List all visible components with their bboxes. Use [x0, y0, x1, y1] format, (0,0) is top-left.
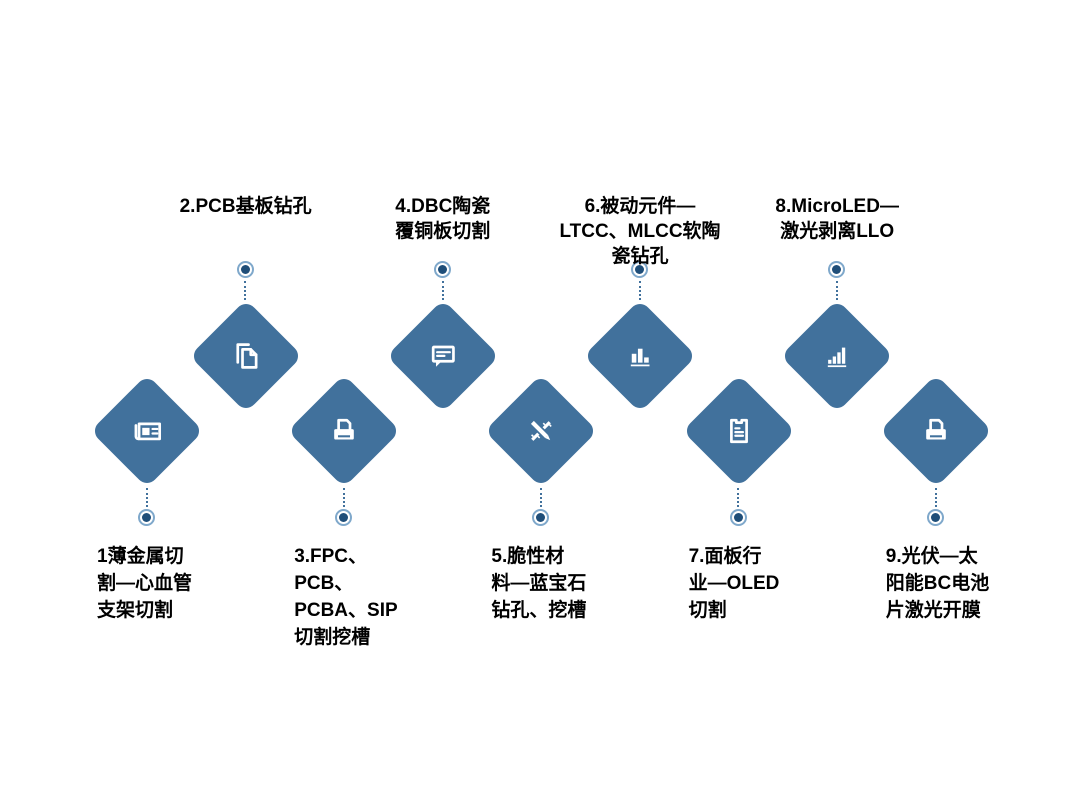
- node-marker-dot: [240, 265, 250, 274]
- node-label: 4.DBC陶瓷覆铜板切割: [343, 194, 543, 244]
- clipboard-icon: [720, 412, 758, 450]
- printer-icon: [925, 418, 946, 440]
- node-label: 2.PCB基板钻孔: [146, 194, 346, 219]
- comment-icon: [431, 345, 455, 367]
- bar-chart-icon: [621, 337, 659, 375]
- node-marker: [729, 509, 747, 526]
- node-marker: [138, 509, 155, 526]
- node-connector: [540, 488, 543, 507]
- clipboard-icon: [729, 418, 748, 444]
- node-marker-dot: [635, 265, 644, 274]
- node-marker-dot: [536, 513, 546, 522]
- design-tools-icon: [522, 412, 560, 450]
- node-connector: [835, 281, 838, 300]
- printer-icon: [325, 412, 363, 450]
- node-marker: [631, 261, 648, 278]
- node-marker-dot: [339, 513, 349, 522]
- node-connector: [638, 281, 641, 300]
- node-marker: [236, 261, 254, 278]
- node-label-line: 支架切割: [97, 600, 174, 621]
- copy-pages-icon: [236, 343, 258, 369]
- node-marker: [926, 509, 944, 526]
- node-connector: [737, 488, 740, 507]
- node-label-line: 5.脆性材: [491, 546, 565, 567]
- node-label-line: 4.DBC陶瓷: [395, 196, 491, 217]
- node-label-line: 7.面板行: [688, 546, 762, 567]
- node-connector: [244, 281, 247, 300]
- node-label-line: 切割挖槽: [294, 627, 371, 648]
- node-label-line: 8.MicroLED—: [775, 196, 899, 217]
- node-marker-dot: [930, 513, 940, 522]
- node-label-line: PCB、: [294, 573, 354, 594]
- node-label-line: 9.光伏—太: [885, 546, 978, 567]
- node-label-line: LTCC、MLCC软陶: [559, 221, 721, 242]
- newspaper-icon: [128, 412, 166, 450]
- node-label: 5.脆性材料—蓝宝石钻孔、挖槽: [491, 543, 661, 624]
- node-marker-dot: [437, 265, 447, 274]
- node-marker: [335, 509, 353, 526]
- node-label-line: 切割: [688, 600, 727, 621]
- node-label-line: 2.PCB基板钻孔: [179, 196, 312, 217]
- growth-chart-icon: [818, 337, 856, 375]
- node-label: 1薄金属切割—心血管支架切割: [97, 543, 267, 624]
- node-label-line: 瓷钻孔: [611, 246, 669, 267]
- node-label-line: 阳能BC电池: [885, 573, 990, 594]
- copy-pages-icon: [227, 337, 265, 375]
- node-marker-dot: [733, 513, 743, 522]
- node-label-line: 1薄金属切: [97, 546, 184, 567]
- printer-icon: [917, 412, 955, 450]
- node-label: 9.光伏—太阳能BC电池片激光开膜: [886, 543, 1056, 624]
- node-label-line: 覆铜板切割: [395, 221, 491, 242]
- comment-icon: [424, 337, 462, 375]
- node-label-line: 6.被动元件—: [584, 196, 696, 217]
- node-label-line: 业—OLED: [688, 573, 780, 594]
- node-label-line: 3.FPC、: [294, 546, 368, 567]
- node-label: 3.FPC、 PCB、 PCBA、SIP 切割挖槽: [294, 543, 464, 651]
- node-marker: [828, 261, 846, 278]
- node-label-line: 钻孔、挖槽: [491, 600, 587, 621]
- node-label-line: PCBA、SIP: [294, 600, 398, 621]
- node-connector: [342, 488, 345, 507]
- node-connector: [145, 488, 148, 507]
- node-connector: [441, 281, 444, 300]
- bar-chart-icon: [630, 348, 650, 367]
- node-marker: [532, 509, 550, 526]
- node-label-line: 激光剥离LLO: [780, 221, 895, 242]
- node-label-line: 割—心血管: [97, 573, 193, 594]
- node-connector: [934, 488, 937, 507]
- node-label: 8.MicroLED— 激光剥离LLO: [737, 194, 937, 244]
- printer-icon: [334, 418, 355, 440]
- design-tools-icon: [531, 420, 553, 441]
- newspaper-icon: [134, 422, 162, 441]
- node-label: 6.被动元件— LTCC、MLCC软陶瓷钻孔: [540, 194, 740, 269]
- node-label-line: 料—蓝宝石: [491, 573, 587, 594]
- growth-chart-icon: [828, 347, 847, 368]
- node-label: 7.面板行业—OLED 切割: [689, 543, 859, 624]
- node-marker: [433, 261, 451, 278]
- node-label-line: 片激光开膜: [885, 600, 981, 621]
- node-marker-dot: [142, 513, 151, 522]
- node-marker-dot: [832, 265, 842, 274]
